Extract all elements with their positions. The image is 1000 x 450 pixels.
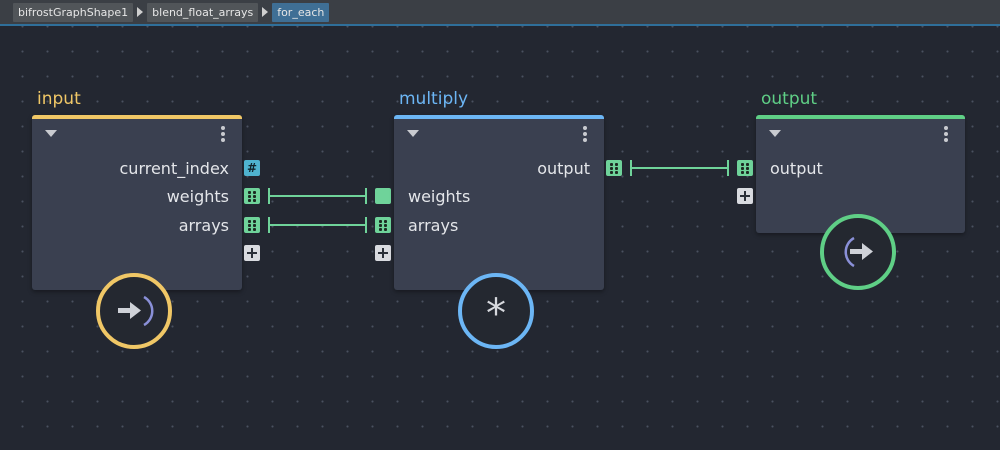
asterisk-icon: * [486,291,506,337]
output-node-header-bar [756,115,965,119]
wire-cap [268,188,270,204]
multiply-icon[interactable]: * [458,273,534,349]
node-menu-icon[interactable] [583,126,587,144]
input-port-label-arrays: arrays [178,216,229,235]
array-port-icon-arrays-in[interactable] [375,217,391,233]
output-port-label-output: output [770,159,823,178]
wire-cap [630,160,632,176]
multiply-port-label-arrays: arrays [408,216,459,235]
input-node-header-bar [32,115,242,119]
collapse-triangle-icon[interactable] [45,130,57,137]
output-node[interactable]: output [756,115,965,233]
multiply-port-label-output: output [537,159,590,178]
output-exit-icon[interactable] [820,214,896,290]
breadcrumb-item-graph-shape[interactable]: bifrostGraphShape1 [13,2,134,22]
wire-weights[interactable] [270,195,365,197]
node-menu-icon[interactable] [944,126,948,144]
chevron-right-icon [262,7,269,17]
multiply-node-title[interactable]: multiply [399,89,469,109]
multiply-node-header-bar [394,115,604,119]
input-node-title[interactable]: input [37,89,81,109]
wire-cap [365,217,367,233]
wire-cap [727,160,729,176]
array-port-icon-output-out[interactable] [606,160,622,176]
input-port-label-weights: weights [166,187,229,206]
collapse-triangle-icon[interactable] [769,130,781,137]
breadcrumb: bifrostGraphShape1 blend_float_arrays fo… [0,0,1000,26]
input-node[interactable]: current_index weights arrays [32,115,242,290]
wire-output[interactable] [632,167,728,169]
breadcrumb-item-compound[interactable]: blend_float_arrays [147,2,259,22]
input-enter-icon[interactable] [96,273,172,349]
chevron-right-icon [137,7,144,17]
add-port-icon[interactable] [244,245,260,261]
output-node-title[interactable]: output [761,89,818,109]
array-port-icon-output-in[interactable] [737,160,753,176]
wire-arrays[interactable] [270,224,365,226]
flat-port-icon-weights-in[interactable] [375,188,391,204]
add-port-icon[interactable] [375,245,391,261]
wire-cap [268,217,270,233]
wire-cap [365,188,367,204]
input-port-label-current-index: current_index [119,159,230,178]
breadcrumb-item-current[interactable]: for_each [272,2,330,22]
array-port-icon-weights-out[interactable] [244,188,260,204]
add-port-icon[interactable] [737,188,753,204]
node-menu-icon[interactable] [221,126,225,144]
collapse-triangle-icon[interactable] [407,130,419,137]
multiply-node[interactable]: output weights arrays [394,115,604,290]
index-port-icon[interactable]: # [244,160,260,176]
multiply-port-label-weights: weights [408,187,471,206]
array-port-icon-arrays-out[interactable] [244,217,260,233]
